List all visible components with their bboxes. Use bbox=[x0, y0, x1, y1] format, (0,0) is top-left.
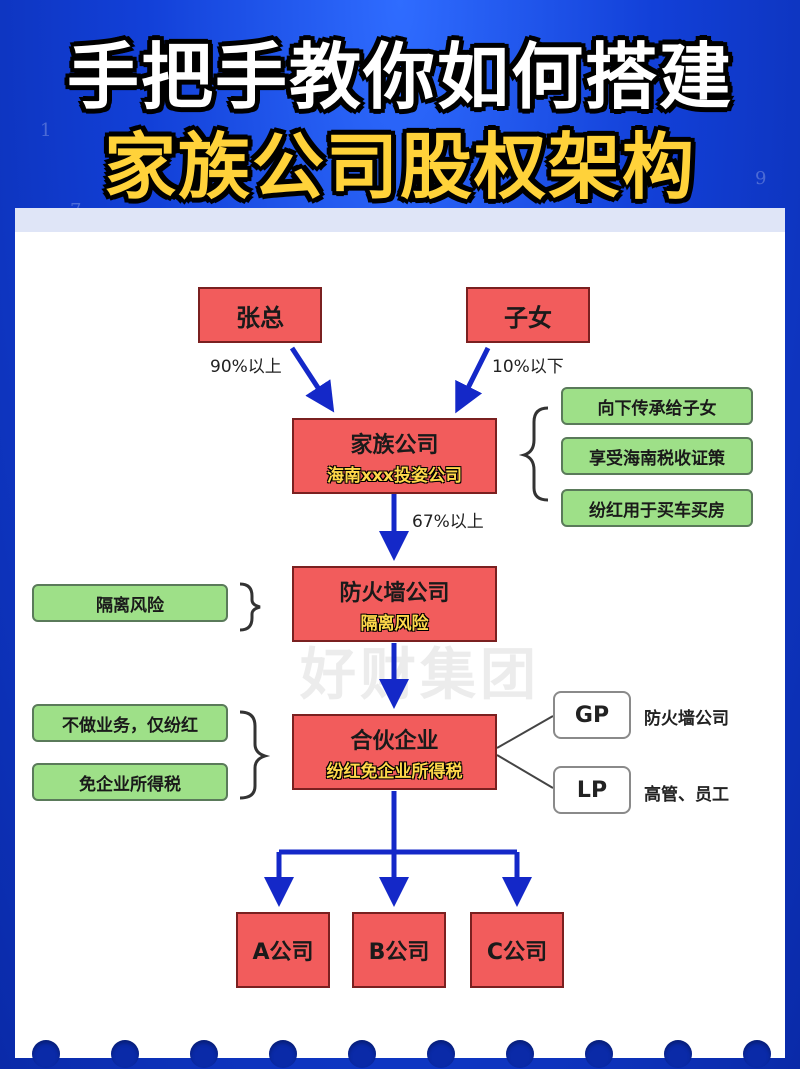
bg-digit: 1 bbox=[40, 120, 52, 141]
arrow-zinv-to-family bbox=[455, 346, 491, 414]
arrow-zhang-to-family bbox=[289, 346, 335, 413]
node-family-title: 家族公司 bbox=[350, 432, 439, 458]
node-zhang: 张总 bbox=[198, 287, 322, 343]
node-family-subtitle: 海南xxx投姿公司 bbox=[327, 465, 462, 486]
line-partner-gp bbox=[496, 715, 554, 749]
note-partner-1: 不做业务，仅纷红 bbox=[32, 704, 228, 742]
note-firewall-1: 隔离风险 bbox=[32, 584, 228, 622]
note-family-1: 向下传承给子女 bbox=[561, 387, 753, 425]
node-family-company: 家族公司 海南xxx投姿公司 bbox=[292, 418, 497, 494]
node-company-a: A公司 bbox=[236, 912, 330, 988]
node-gp: GP bbox=[553, 691, 631, 739]
brace-partner-notes bbox=[239, 710, 271, 800]
edge-label-family: 67%以上 bbox=[412, 512, 484, 532]
node-zhang-label: 张总 bbox=[236, 303, 284, 332]
note-family-2: 享受海南税收证策 bbox=[561, 437, 753, 475]
lp-description: 高管、员工 bbox=[644, 785, 729, 805]
binding-dots bbox=[0, 1040, 800, 1069]
gp-description: 防火墙公司 bbox=[644, 709, 729, 729]
node-company-a-label: A公司 bbox=[252, 940, 314, 965]
node-partnership-subtitle: 纷红免企业所得税 bbox=[326, 761, 463, 782]
edge-label-zhang: 90%以上 bbox=[210, 357, 282, 377]
node-company-c-label: C公司 bbox=[486, 940, 548, 965]
node-partnership: 合伙企业 纷红免企业所得税 bbox=[292, 714, 497, 790]
page-title-line2: 家族公司股权架构 bbox=[103, 125, 696, 209]
node-company-b-label: B公司 bbox=[368, 940, 430, 965]
node-zinv-label: 子女 bbox=[504, 303, 552, 332]
brace-firewall-notes bbox=[239, 582, 261, 632]
note-partner-2: 免企业所得税 bbox=[32, 763, 228, 801]
card-header-strip bbox=[15, 208, 785, 232]
node-lp: LP bbox=[553, 766, 631, 814]
note-family-3: 纷红用于买车买房 bbox=[561, 489, 753, 527]
node-zinv: 子女 bbox=[466, 287, 590, 343]
node-company-c: C公司 bbox=[470, 912, 564, 988]
watermark: 好财集团 bbox=[300, 643, 540, 708]
node-company-b: B公司 bbox=[352, 912, 446, 988]
edge-label-zinv: 10%以下 bbox=[492, 357, 564, 377]
arrow-partner-to-companies bbox=[276, 791, 520, 888]
node-firewall-subtitle: 隔离风险 bbox=[360, 613, 429, 634]
node-firewall-title: 防火墙公司 bbox=[339, 580, 450, 606]
node-firewall-company: 防火墙公司 隔离风险 bbox=[292, 566, 497, 642]
page-title-line1: 手把手教你如何搭建 bbox=[66, 35, 733, 119]
line-partner-lp bbox=[496, 754, 554, 789]
node-partnership-title: 合伙企业 bbox=[350, 728, 439, 754]
bg-digit: 9 bbox=[755, 168, 767, 189]
brace-family-notes bbox=[518, 406, 549, 502]
